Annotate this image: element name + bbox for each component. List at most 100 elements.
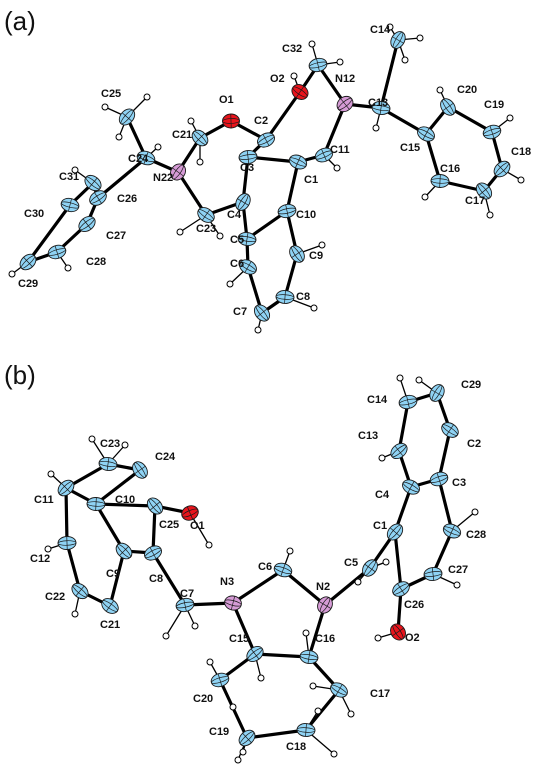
atom-label-c13: C13 [358, 430, 378, 442]
atom-label-c21: C21 [172, 129, 192, 141]
atom-label-n2: N2 [316, 581, 330, 593]
bond-c7-c8 [151, 551, 187, 607]
atom-c2 [257, 132, 275, 148]
hydrogen-atom [47, 470, 55, 478]
hydrogen-atom [71, 166, 79, 174]
hydrogen-atom [310, 304, 318, 312]
atom-c32 [308, 57, 328, 73]
ellipsoid-ring [246, 150, 250, 164]
ellipsoid-ring [431, 567, 435, 581]
hydrogen-atom [401, 56, 409, 64]
hydrogen-atom [314, 707, 322, 715]
hydrogen-atom [234, 756, 242, 764]
hydrogen-atom [453, 581, 461, 589]
hydrogen-atom [486, 211, 494, 219]
hydrogen-atom [416, 34, 424, 42]
atom-label-c18: C18 [511, 146, 531, 158]
ellipsoid-ring [237, 198, 249, 206]
atom-label-o1: O1 [219, 94, 234, 106]
atom-c4 [402, 479, 420, 495]
hydrogen-atom [333, 164, 341, 172]
atom-c2 [441, 422, 459, 438]
atom-c20 [210, 672, 230, 688]
ellipsoid-ring [305, 723, 307, 737]
atom-label-c8: C8 [149, 573, 163, 585]
atom-label-c20: C20 [457, 84, 477, 96]
bond-c1-c10 [285, 160, 300, 213]
atom-c16 [299, 649, 319, 665]
atom-label-c26: C26 [404, 599, 424, 611]
atom-label-c21: C21 [100, 619, 120, 631]
atom-c14 [390, 31, 406, 49]
atom-label-c7: C7 [180, 588, 194, 600]
atom-c28 [442, 523, 462, 539]
bond-c14-c13 [379, 38, 400, 110]
atom-label-c6: C6 [258, 561, 272, 573]
atom-c15 [246, 646, 264, 662]
bond-c3-c28 [437, 477, 454, 533]
ellipsoid-ring [82, 218, 92, 230]
hydrogen-atom [347, 710, 355, 718]
atom-c21 [101, 598, 119, 614]
ellipsoid-ring [291, 250, 303, 258]
bond-c12-c11 [64, 486, 69, 545]
atom-label-c3: C3 [240, 162, 254, 174]
hydrogen-atom [143, 93, 151, 101]
ellipsoid-ring [284, 290, 286, 304]
atom-label-o2: O2 [405, 632, 420, 644]
ellipsoid-ring [230, 596, 236, 610]
ellipsoid-ring [407, 481, 415, 493]
hydrogen-atom [354, 578, 362, 586]
atom-label-c29: C29 [18, 278, 38, 290]
atom-c30 [60, 197, 80, 213]
hydrogen-atom [308, 40, 316, 48]
hydrogen-atom [372, 124, 380, 132]
ellipsoid-ring [439, 174, 441, 188]
atom-c11 [57, 479, 75, 497]
hydrogen-atom [64, 264, 72, 272]
hydrogen-atom [415, 376, 423, 384]
atom-label-c26: C26 [117, 193, 137, 205]
atom-c27 [78, 216, 96, 232]
atom-label-c4: C4 [375, 489, 390, 501]
hydrogen-atom [374, 634, 382, 642]
ellipsoid-ring [262, 134, 270, 146]
ellipsoid-ring [172, 167, 184, 177]
atom-label-c17: C17 [465, 195, 485, 207]
atom-label-c28: C28 [86, 256, 106, 268]
atom-label-n22: N22 [153, 172, 173, 184]
atom-label-c14: C14 [370, 24, 391, 36]
atom-o2 [291, 84, 309, 100]
atom-n2 [317, 596, 333, 614]
atom-label-c9: C9 [309, 250, 323, 262]
ellipsoid-ring [106, 457, 110, 471]
hydrogen-atom [88, 435, 96, 443]
hydrogen-atom [382, 558, 390, 566]
atom-label-c6: C6 [230, 258, 244, 270]
bond-c10-c24 [94, 468, 142, 506]
atom-label-c24: C24 [128, 153, 149, 165]
bond-o2-c2 [264, 90, 302, 142]
atom-label-c23: C23 [196, 223, 216, 235]
atom-label-c32: C32 [282, 43, 302, 55]
atom-c11 [314, 147, 334, 163]
atom-label-c28: C28 [466, 529, 486, 541]
atom-label-c11: C11 [34, 494, 54, 506]
hydrogen-atom [196, 158, 204, 166]
ellipsoid-ring [316, 58, 320, 72]
hydrogen-atom [336, 58, 344, 66]
hydrogen-atom [121, 441, 129, 449]
atom-n12 [336, 95, 354, 113]
ellipsoid-ring [75, 585, 85, 597]
ellipsoid-ring [397, 583, 405, 595]
hydrogen-atom [8, 270, 16, 278]
atom-c23 [197, 207, 215, 223]
ellipsoid-ring [449, 524, 455, 538]
bond-c18-c17 [304, 688, 341, 732]
atom-c16 [430, 174, 450, 188]
atom-label-c25: C25 [159, 519, 179, 531]
hydrogen-atom [162, 632, 170, 640]
ellipsoid-ring [295, 155, 301, 169]
ellipsoid-ring [489, 125, 495, 139]
